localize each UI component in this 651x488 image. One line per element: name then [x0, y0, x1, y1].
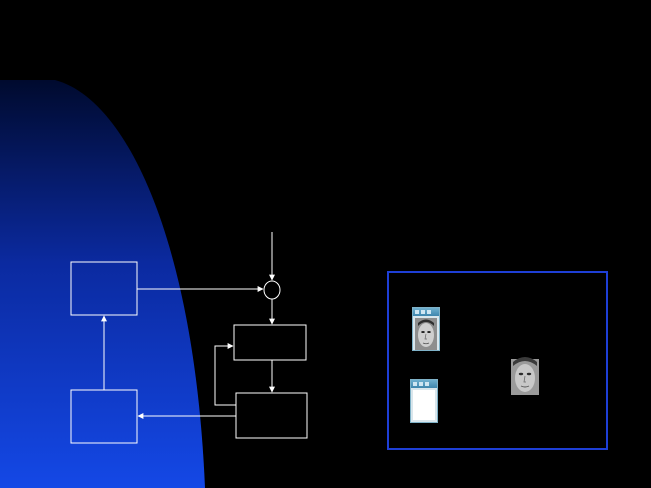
window-button-icon — [415, 310, 419, 314]
feedback-loop-arrow — [214, 343, 236, 406]
window-button-icon — [413, 382, 417, 386]
face-window-thumbnail — [412, 307, 440, 351]
thumbnail-blank-image — [413, 390, 435, 420]
window-button-icon — [425, 382, 429, 386]
window-button-icon — [421, 310, 425, 314]
blank-window-thumbnail — [410, 379, 438, 423]
thumbnail-titlebar — [413, 308, 439, 316]
summing-junction — [263, 280, 281, 300]
center-upper-block — [233, 324, 307, 361]
thumbnail-face-image — [415, 318, 437, 350]
face-photo — [511, 357, 539, 395]
window-button-icon — [427, 310, 431, 314]
center-lower-block — [235, 392, 308, 439]
window-button-icon — [419, 382, 423, 386]
thumbnail-titlebar — [411, 380, 437, 388]
blue-curved-backdrop — [0, 80, 205, 488]
